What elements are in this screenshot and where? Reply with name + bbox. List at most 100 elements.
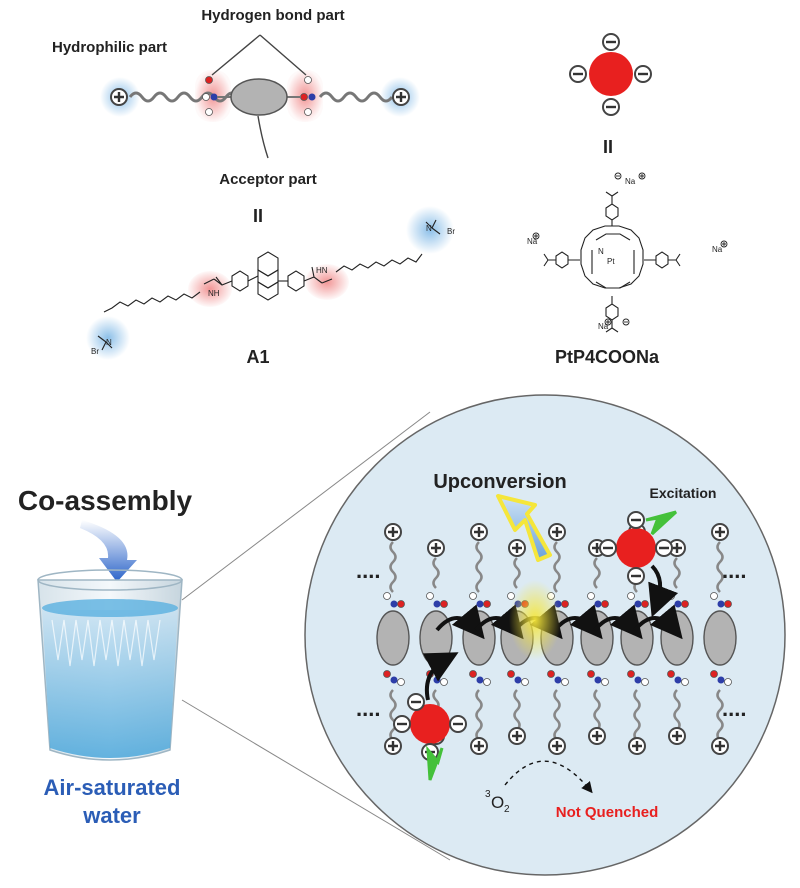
upconversion-arrow: [496, 494, 552, 562]
cation-top-7-sign: [672, 543, 682, 553]
n-atom-bottom-0: [390, 676, 398, 684]
n-atom-bottom-2: [476, 676, 484, 684]
h-atom-top-8: [710, 592, 718, 600]
acceptor-disc-0: [376, 610, 410, 666]
cation-right: [392, 88, 410, 106]
cation-top-8-sign: [715, 527, 725, 537]
chain-bottom-3: [513, 689, 521, 731]
chain-top-4: [553, 541, 561, 593]
n-atom-bottom-5: [594, 676, 602, 684]
assembly-layer: [376, 510, 737, 781]
n-atom-top-1: [433, 600, 441, 608]
water-surface: [42, 599, 178, 617]
h-atom-bottom-3: [521, 678, 529, 686]
acceptor-label: Acceptor part: [219, 171, 317, 188]
n-atom-top-2: [476, 600, 484, 608]
o-atom-bottom-7: [667, 670, 675, 678]
energy-transfer-arrow-4: [593, 604, 643, 640]
o-atom-bottom-6: [627, 670, 635, 678]
amphiphile-schematic: Hydrogen bond part Hydrophilic part Acce…: [52, 7, 420, 226]
excitation-arrow-top: [645, 510, 678, 536]
a1-name: A1: [246, 347, 269, 367]
ellipsis-top-left: ....: [356, 558, 380, 583]
hbond-label: Hydrogen bond part: [201, 7, 344, 24]
energy-transfer-arrow-0: [435, 604, 485, 640]
co-assembly-label: Co-assembly: [18, 485, 193, 516]
chain-bottom-5: [593, 689, 601, 731]
chain-bottom-8: [716, 689, 724, 741]
alkyl-chain-left: [128, 91, 240, 103]
chain-bottom-7: [673, 689, 681, 731]
a1-br-right: Br: [447, 227, 455, 236]
chain-bottom-2: [475, 689, 483, 741]
h-atom-bottom-1: [440, 678, 448, 686]
chain-top-5: [593, 557, 601, 589]
n-atom-top-7: [674, 600, 682, 608]
o-atom-top-6: [641, 600, 649, 608]
sensitizer-schematic: II: [569, 33, 652, 157]
o-atom-top-2: [483, 600, 491, 608]
chain-bottom-6: [633, 689, 641, 741]
hbond-atoms-left: [202, 76, 218, 116]
ptp-structure: Pt Na Na Na Na N: [527, 172, 728, 333]
ptp-pt-label: Pt: [607, 257, 615, 266]
alkyl-chain-right: [318, 91, 394, 103]
water-label-line2: water: [82, 803, 141, 828]
cation-bottom-4-sign: [552, 741, 562, 751]
chain-bottom-4: [553, 689, 561, 741]
ptp-n-label: N: [598, 247, 604, 256]
h-atom-bottom-0: [397, 678, 405, 686]
o2-dashed-arrow: [504, 760, 593, 794]
a1-glow-right-ammonium: [406, 206, 454, 254]
h-atom-top-5: [587, 592, 595, 600]
ptp-na-right: Na: [712, 245, 723, 254]
o-atom-top-8: [724, 600, 732, 608]
energy-transfer-arrow-5: [633, 604, 683, 640]
equals-acceptor: II: [253, 206, 263, 226]
zoom-circle: Upconversion Excitation 3 O 2 Not Quench…: [304, 394, 786, 876]
chain-top-2: [475, 541, 483, 593]
acceptor-disc-7: [660, 610, 694, 666]
o-atom-top-4: [561, 600, 569, 608]
isc-arrow-top: [648, 564, 679, 618]
a1-structure: NH HN Br Br N N: [86, 206, 455, 360]
cation-top-3-sign: [512, 543, 522, 553]
n-atom-bottom-8: [717, 676, 725, 684]
anion-top: [602, 33, 620, 51]
cation-bottom-2-sign: [474, 741, 484, 751]
excitation-arrow-bottom: [426, 745, 444, 781]
ptp-na-bottom: Na: [598, 322, 609, 331]
a1-n-left: N: [106, 338, 112, 347]
beaker-rim: [37, 569, 183, 591]
n-atom-bottom-6: [634, 676, 642, 684]
h-atom-bottom-4: [561, 678, 569, 686]
ellipsis-bottom-right: ....: [722, 696, 746, 721]
beaker-highlights: [51, 619, 161, 667]
ellipsis-top-right: ....: [722, 558, 746, 583]
a1-br-left: Br: [91, 347, 99, 356]
cation-top-1-sign: [431, 543, 441, 553]
isc-arrow-bottom: [422, 652, 459, 701]
n-atom-bottom-1: [433, 676, 441, 684]
anion-left: [569, 65, 587, 83]
a1-glow-left-amide: [188, 271, 232, 307]
water-label-line1: Air-saturated: [44, 775, 181, 800]
o-atom-bottom-4: [547, 670, 555, 678]
n-atom-top-8: [717, 600, 725, 608]
cation-top-2-sign: [474, 527, 484, 537]
o-atom-top-5: [601, 600, 609, 608]
equals-sensitizer: II: [603, 137, 613, 157]
h-atom-bottom-2: [483, 678, 491, 686]
o2-subscript: 2: [504, 804, 510, 815]
o2-superscript: 3: [485, 789, 491, 800]
hbond-pointer: [211, 34, 307, 76]
h-atom-bottom-8: [724, 678, 732, 686]
o-atom-top-1: [440, 600, 448, 608]
o-atom-top-7: [681, 600, 689, 608]
h-atom-bottom-6: [641, 678, 649, 686]
o2-symbol: O: [491, 793, 504, 812]
zoom-line-bottom: [181, 699, 451, 861]
ptp-na-top: Na: [625, 177, 636, 186]
